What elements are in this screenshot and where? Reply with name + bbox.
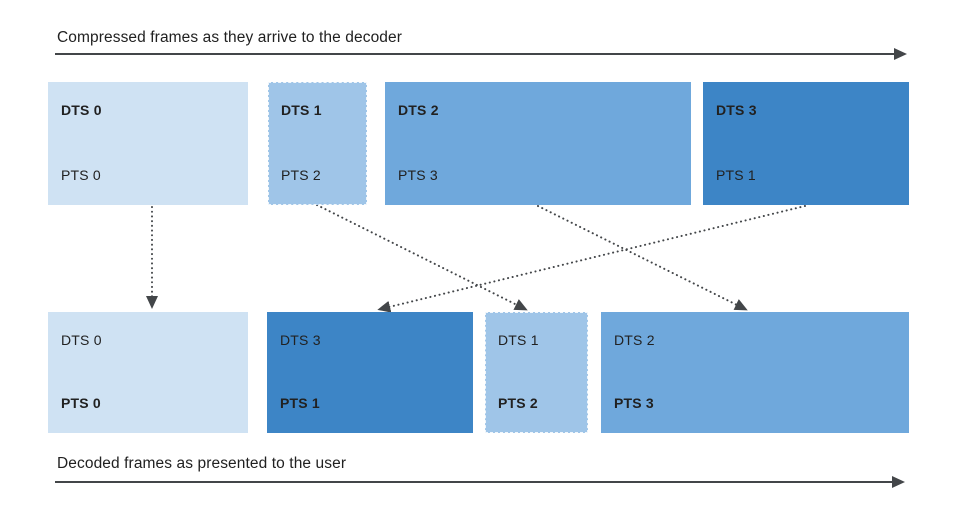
dts-label: DTS 0 (61, 332, 102, 348)
dts-label: DTS 3 (716, 102, 757, 118)
mapping-arrow-dts2-to-pts3 (537, 205, 748, 311)
pts-label: PTS 1 (716, 167, 756, 183)
dts-label: DTS 2 (614, 332, 655, 348)
dts-label: DTS 3 (280, 332, 321, 348)
frame-box-bottom-pts0: DTS 0 PTS 0 (48, 312, 248, 433)
frame-box-bottom-pts3: DTS 2 PTS 3 (601, 312, 909, 433)
frame-box-top-dts1: DTS 1 PTS 2 (268, 82, 367, 205)
frame-box-top-dts2: DTS 2 PTS 3 (385, 82, 691, 205)
frame-box-top-dts0: DTS 0 PTS 0 (48, 82, 248, 205)
mapping-arrow-dts1-to-pts2 (316, 204, 528, 311)
top-axis-label: Compressed frames as they arrive to the … (57, 29, 402, 46)
frame-box-bottom-pts2: DTS 1 PTS 2 (485, 312, 588, 433)
dts-label: DTS 2 (398, 102, 439, 118)
frame-box-top-dts3: DTS 3 PTS 1 (703, 82, 909, 205)
dts-label: DTS 1 (498, 332, 539, 348)
pts-label: PTS 0 (61, 395, 101, 411)
frame-box-bottom-pts1: DTS 3 PTS 1 (267, 312, 473, 433)
pts-label: PTS 1 (280, 395, 320, 411)
pts-label: PTS 0 (61, 167, 101, 183)
pts-label: PTS 3 (398, 167, 438, 183)
mapping-arrow-dts3-to-pts1 (377, 205, 806, 313)
pts-label: PTS 3 (614, 395, 654, 411)
dts-label: DTS 1 (281, 102, 322, 118)
pts-label: PTS 2 (281, 167, 321, 183)
bottom-axis-label: Decoded frames as presented to the user (57, 455, 347, 472)
pts-label: PTS 2 (498, 395, 538, 411)
dts-label: DTS 0 (61, 102, 102, 118)
